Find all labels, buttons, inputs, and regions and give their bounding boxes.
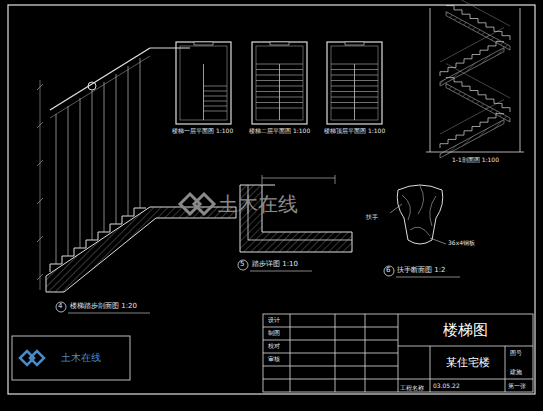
caption: 扶手断面图 1:2 — [397, 267, 446, 274]
title-cell: 某住宅楼 — [430, 346, 505, 379]
stair-section — [426, 0, 524, 158]
caption: 楼梯顶层平面图 1:100 — [324, 128, 385, 134]
callout-number: 6 — [386, 267, 390, 274]
watermark: 土木在线 — [218, 194, 298, 214]
title-block — [263, 314, 533, 392]
logo-frame — [12, 336, 130, 380]
callout-number: 4 — [58, 303, 62, 310]
table-cell: 审核 — [268, 356, 280, 362]
handrail-section — [390, 185, 446, 244]
sheet-frame — [8, 5, 535, 394]
table-cell: 建施 — [510, 369, 522, 375]
table-cell: 03.05.22 — [433, 383, 460, 389]
stair-plans — [176, 42, 382, 124]
node-text: 土木在线 — [61, 353, 101, 363]
caption: 楼梯踏步剖面图 1:20 — [70, 303, 137, 310]
node-text: 某住宅楼 — [446, 357, 490, 368]
callout-number: 5 — [240, 261, 244, 268]
caption: 1-1剖面图 1:100 — [452, 157, 499, 163]
callout-circles — [56, 260, 394, 312]
caption: 踏步详图 1:10 — [252, 261, 298, 268]
watermark-icon — [180, 194, 214, 214]
logo-icon — [20, 351, 44, 365]
caption: 楼梯一层平面图 1:100 — [172, 128, 233, 134]
table-cell: 制图 — [268, 330, 280, 336]
title-cell: 楼梯图 — [398, 314, 533, 346]
table-cell: 第一张 — [508, 383, 526, 389]
node-text: 楼梯图 — [443, 323, 488, 338]
table-cell: 校对 — [268, 343, 280, 349]
caption-underlines — [68, 271, 460, 313]
table-cell: 图号 — [510, 350, 522, 356]
table-cell: 设计 — [268, 317, 280, 323]
table-cell: 工程名称 — [400, 385, 424, 391]
part-name: 扶手 — [366, 214, 378, 220]
logo-box: 土木在线 — [46, 348, 116, 368]
caption: 楼梯二层平面图 1:100 — [249, 128, 310, 134]
part-name: 36x4钢板 — [448, 240, 475, 246]
step-section-detail — [37, 48, 236, 292]
